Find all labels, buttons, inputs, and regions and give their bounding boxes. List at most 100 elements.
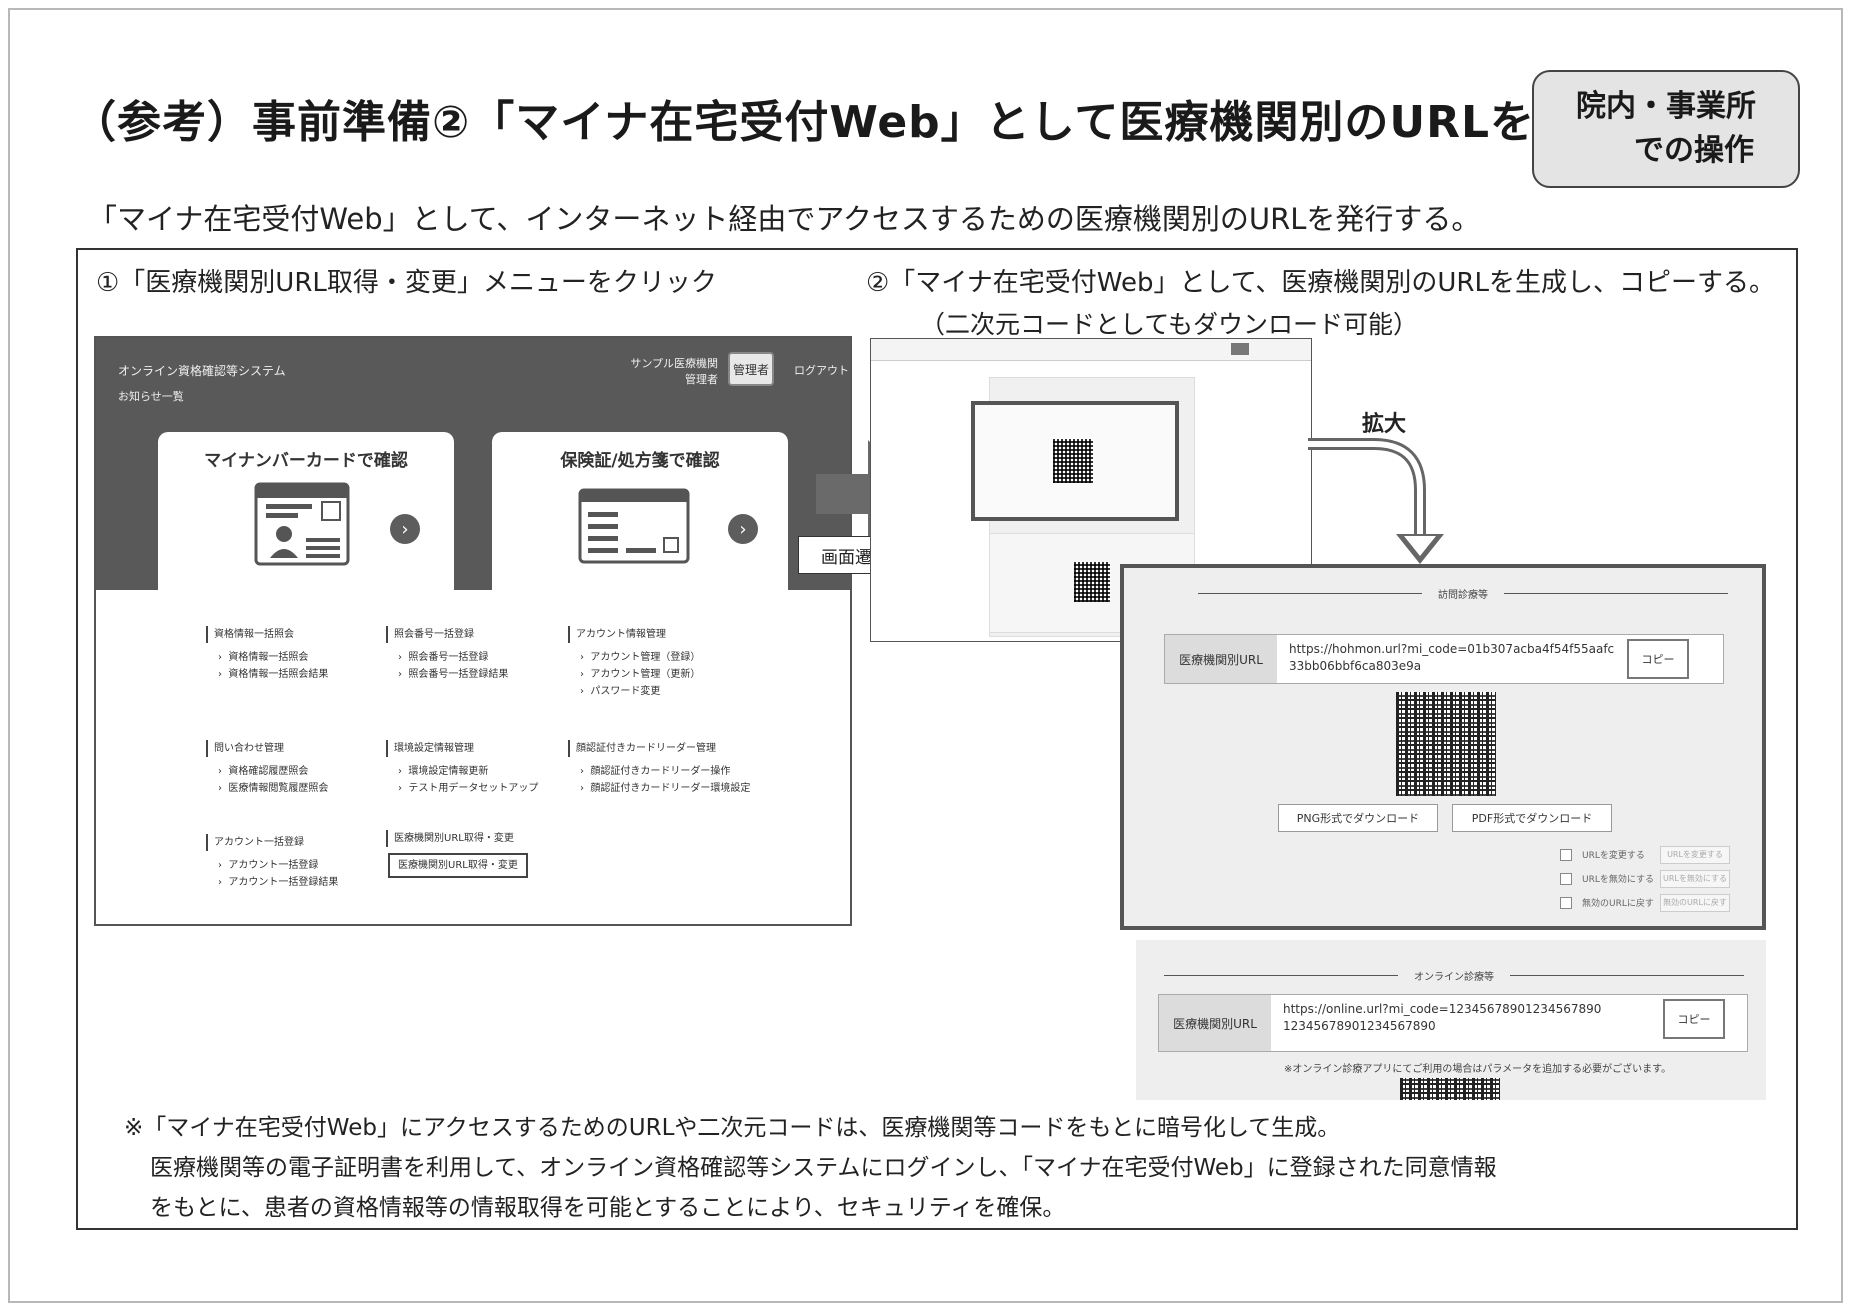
menu-group-facility-url: 医療機関別URL取得・変更 医療機関別URL取得・変更 (386, 830, 528, 878)
menu-heading: 問い合わせ管理 (206, 740, 328, 757)
menu-link[interactable]: 資格情報一括照会結果 (206, 666, 328, 683)
menu-link[interactable]: パスワード変更 (568, 683, 700, 700)
chevron-right-icon: › (728, 514, 758, 544)
option-label: URLを無効にする (1582, 875, 1654, 885)
page-title: （参考）事前準備②「マイナ在宅受付Web」として医療機関別のURLを発行 (72, 97, 1626, 148)
page-subtitle: 「マイナ在宅受付Web」として、インターネット経由でアクセスするための医療機関別… (88, 202, 1481, 236)
option-button[interactable]: URLを無効にする (1660, 869, 1730, 888)
zoomed-url-panel: 訪問診療等 医療機関別URL https://hohmon.url?mi_cod… (1120, 564, 1766, 930)
step-2-label: ②「マイナ在宅受付Web」として、医療機関別のURLを生成し、コピーする。 (866, 268, 1775, 298)
step-1-label: ①「医療機関別URL取得・変更」メニューをクリック (96, 268, 717, 298)
url-row: 医療機関別URL https://online.url?mi_code=1234… (1158, 994, 1748, 1052)
option-label: URLを変更する (1582, 851, 1645, 861)
thumbnail-button (1231, 343, 1249, 355)
logout-link[interactable]: ログアウト (794, 364, 849, 377)
id-card-icon (254, 482, 350, 566)
menu-heading: 環境設定情報管理 (386, 740, 538, 757)
facility-line-1: サンプル医療機関 (630, 357, 718, 370)
footnote-line-2: 医療機関等の電子証明書を利用して、オンライン資格確認等システムにログインし、「マ… (150, 1155, 1497, 1181)
operation-location-badge: 院内・事業所 での操作 (1532, 70, 1800, 188)
menu-group-qualification: 資格情報一括照会 資格情報一括照会 資格情報一括照会結果 (206, 626, 328, 683)
menu-heading: 照会番号一括登録 (386, 626, 508, 643)
menu-heading: 医療機関別URL取得・変更 (386, 830, 528, 847)
badge-line-2: での操作 (1634, 133, 1754, 168)
menu-heading: 資格情報一括照会 (206, 626, 328, 643)
zoom-arrow-icon (1308, 438, 1444, 564)
badge-line-1: 院内・事業所 (1576, 89, 1756, 124)
menu-link[interactable]: 資格確認履歴照会 (206, 763, 328, 780)
menu-link[interactable]: 資格情報一括照会 (206, 649, 328, 666)
mynumber-card-button[interactable]: マイナンバーカードで確認 › (158, 432, 454, 606)
copy-button[interactable]: コピー (1627, 639, 1689, 679)
url-row-label: 医療機関別URL (1165, 635, 1277, 683)
qr-code-icon (1074, 562, 1110, 602)
mynumber-card-title: マイナンバーカードで確認 (204, 451, 408, 471)
thumbnail-header (871, 339, 1311, 361)
section-title: 訪問診療等 (1438, 590, 1488, 601)
menu-group-account: アカウント情報管理 アカウント管理（登録） アカウント管理（更新） パスワード変… (568, 626, 700, 700)
url-screen-thumbnail (870, 338, 1312, 642)
menu-link[interactable]: 医療情報閲覧履歴照会 (206, 780, 328, 797)
checkbox[interactable] (1560, 896, 1572, 909)
url-row-label: 医療機関別URL (1159, 995, 1271, 1051)
option-restore-url[interactable]: 無効のURLに戻す 無効のURLに戻す (1560, 893, 1730, 912)
qr-code-icon (1400, 1078, 1500, 1100)
zoom-label: 拡大 (1362, 412, 1407, 437)
portal-screenshot: オンライン資格確認等システム お知らせ一覧 サンプル医療機関 管理者 管理者 ロ… (94, 336, 852, 926)
qr-code-icon (1053, 439, 1093, 483)
menu-link[interactable]: 環境設定情報更新 (386, 763, 538, 780)
facility-line-2: 管理者 (685, 373, 718, 386)
step-2-sublabel: （二次元コードとしてもダウンロード可能） (920, 310, 1419, 339)
option-change-url[interactable]: URLを変更する URLを変更する (1560, 845, 1730, 864)
online-url-panel: オンライン診療等 医療機関別URL https://online.url?mi_… (1136, 940, 1766, 1100)
menu-link[interactable]: アカウント管理（登録） (568, 649, 700, 666)
thumbnail-highlight (971, 401, 1179, 521)
menu-group-inquiry: 問い合わせ管理 資格確認履歴照会 医療情報閲覧履歴照会 (206, 740, 328, 797)
facility-url-value[interactable]: https://hohmon.url?mi_code=01b307acba4f5… (1289, 642, 1615, 673)
url-row: 医療機関別URL https://hohmon.url?mi_code=01b3… (1164, 634, 1724, 684)
menu-group-bulk-account: アカウント一括登録 アカウント一括登録 アカウント一括登録結果 (206, 834, 338, 891)
menu-heading: 顔認証付きカードリーダー管理 (568, 740, 750, 757)
menu-link[interactable]: 顔認証付きカードリーダー環境設定 (568, 780, 750, 797)
insurance-card-icon (578, 488, 690, 564)
chevron-right-icon: › (390, 514, 420, 544)
online-note: ※オンライン診療アプリにてご利用の場合はパラメータを追加する必要がございます。 (1284, 1064, 1672, 1075)
menu-group-environment: 環境設定情報管理 環境設定情報更新 テスト用データセットアップ (386, 740, 538, 797)
facility-name: サンプル医療機関 管理者 (616, 356, 718, 388)
png-download-button[interactable]: PNG形式でダウンロード (1278, 804, 1438, 832)
insurance-card-title: 保険証/処方箋で確認 (560, 451, 720, 471)
menu-heading: アカウント一括登録 (206, 834, 338, 851)
pdf-download-button[interactable]: PDF形式でダウンロード (1452, 804, 1612, 832)
footnote-line-3: をもとに、患者の資格情報等の情報取得を可能とすることにより、セキュリティを確保。 (150, 1195, 1066, 1221)
checkbox[interactable] (1560, 848, 1572, 861)
menu-group-card-reader: 顔認証付きカードリーダー管理 顔認証付きカードリーダー操作 顔認証付きカードリー… (568, 740, 750, 797)
menu-link[interactable]: 顔認証付きカードリーダー操作 (568, 763, 750, 780)
menu-link[interactable]: アカウント管理（更新） (568, 666, 700, 683)
checkbox[interactable] (1560, 872, 1572, 885)
option-button[interactable]: 無効のURLに戻す (1660, 893, 1730, 912)
insurance-card-button[interactable]: 保険証/処方箋で確認 › (492, 432, 788, 606)
admin-button[interactable]: 管理者 (728, 352, 774, 386)
menu-link[interactable]: アカウント一括登録 (206, 857, 338, 874)
notice-link[interactable]: お知らせ一覧 (118, 390, 184, 403)
section-title: オンライン診療等 (1414, 972, 1494, 983)
online-url-value[interactable]: https://online.url?mi_code=1234567890123… (1283, 1002, 1602, 1033)
option-label: 無効のURLに戻す (1582, 899, 1654, 909)
option-disable-url[interactable]: URLを無効にする URLを無効にする (1560, 869, 1730, 888)
menu-link-label: 医療機関別URL取得・変更 (398, 860, 518, 871)
qr-code-icon (1396, 692, 1496, 796)
option-button[interactable]: URLを変更する (1660, 845, 1730, 864)
menu-link[interactable]: 照会番号一括登録 (386, 649, 508, 666)
menu-group-reference-number: 照会番号一括登録 照会番号一括登録 照会番号一括登録結果 (386, 626, 508, 683)
menu-heading: アカウント情報管理 (568, 626, 700, 643)
footnote-line-1: ※「マイナ在宅受付Web」にアクセスするためのURLや二次元コードは、医療機関等… (124, 1115, 1341, 1141)
menu-link[interactable]: テスト用データセットアップ (386, 780, 538, 797)
facility-url-menu-link[interactable]: 医療機関別URL取得・変更 (388, 853, 528, 878)
section-heading: 訪問診療等 (1198, 586, 1728, 601)
copy-button[interactable]: コピー (1663, 999, 1725, 1039)
menu-link[interactable]: アカウント一括登録結果 (206, 874, 338, 891)
footnote: ※「マイナ在宅受付Web」にアクセスするためのURLや二次元コードは、医療機関等… (124, 1108, 1784, 1228)
menu-link[interactable]: 照会番号一括登録結果 (386, 666, 508, 683)
system-title: オンライン資格確認等システム (118, 364, 286, 378)
section-heading: オンライン診療等 (1164, 968, 1744, 983)
